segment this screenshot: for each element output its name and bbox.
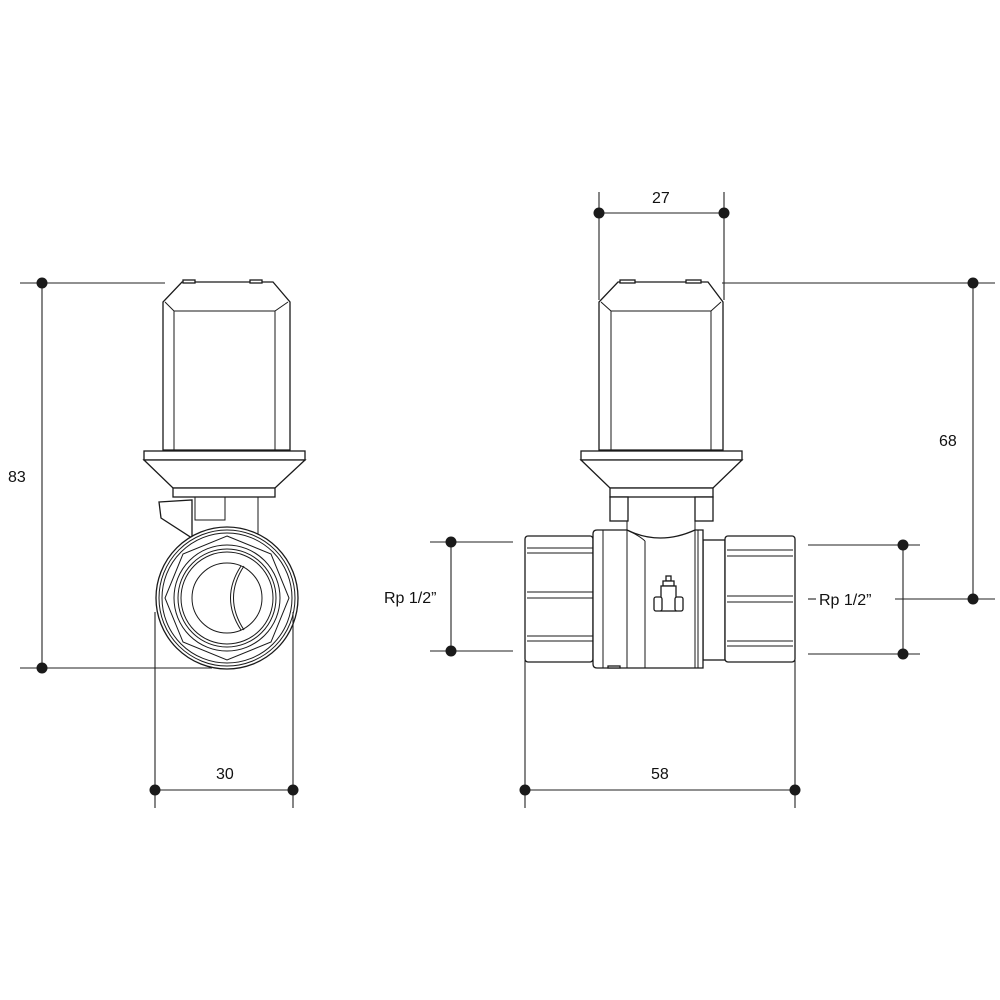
- actuator-front: [579, 279, 744, 532]
- vent-fitting-icon: [653, 575, 684, 612]
- handle-lever: [158, 499, 193, 540]
- dimension-height-83: 83: [8, 277, 212, 674]
- dimension-label-thread-left: Rp 1/2”: [384, 590, 436, 607]
- dimension-thread-right: Rp 1/2”: [808, 539, 920, 660]
- valve-body-front: [524, 529, 796, 669]
- dimension-label-27: 27: [652, 190, 670, 207]
- dimension-actuator-width-27: 27: [593, 190, 730, 300]
- dimension-length-58: 58: [519, 660, 801, 808]
- dimension-label-58: 58: [651, 766, 669, 783]
- dimension-label-83: 83: [8, 469, 26, 486]
- valve-port-end-view: [155, 526, 299, 670]
- dimension-label-thread-right: Rp 1/2”: [819, 592, 871, 609]
- side-view-valve: [142, 279, 307, 670]
- dimension-label-30: 30: [216, 766, 234, 783]
- dimension-label-68: 68: [939, 433, 957, 450]
- actuator-side: [142, 279, 307, 535]
- dimension-thread-left: Rp 1/2”: [384, 536, 513, 657]
- dimension-width-30: 30: [149, 612, 299, 808]
- dimension-height-68: 68: [722, 277, 995, 605]
- front-view-valve: [524, 279, 796, 669]
